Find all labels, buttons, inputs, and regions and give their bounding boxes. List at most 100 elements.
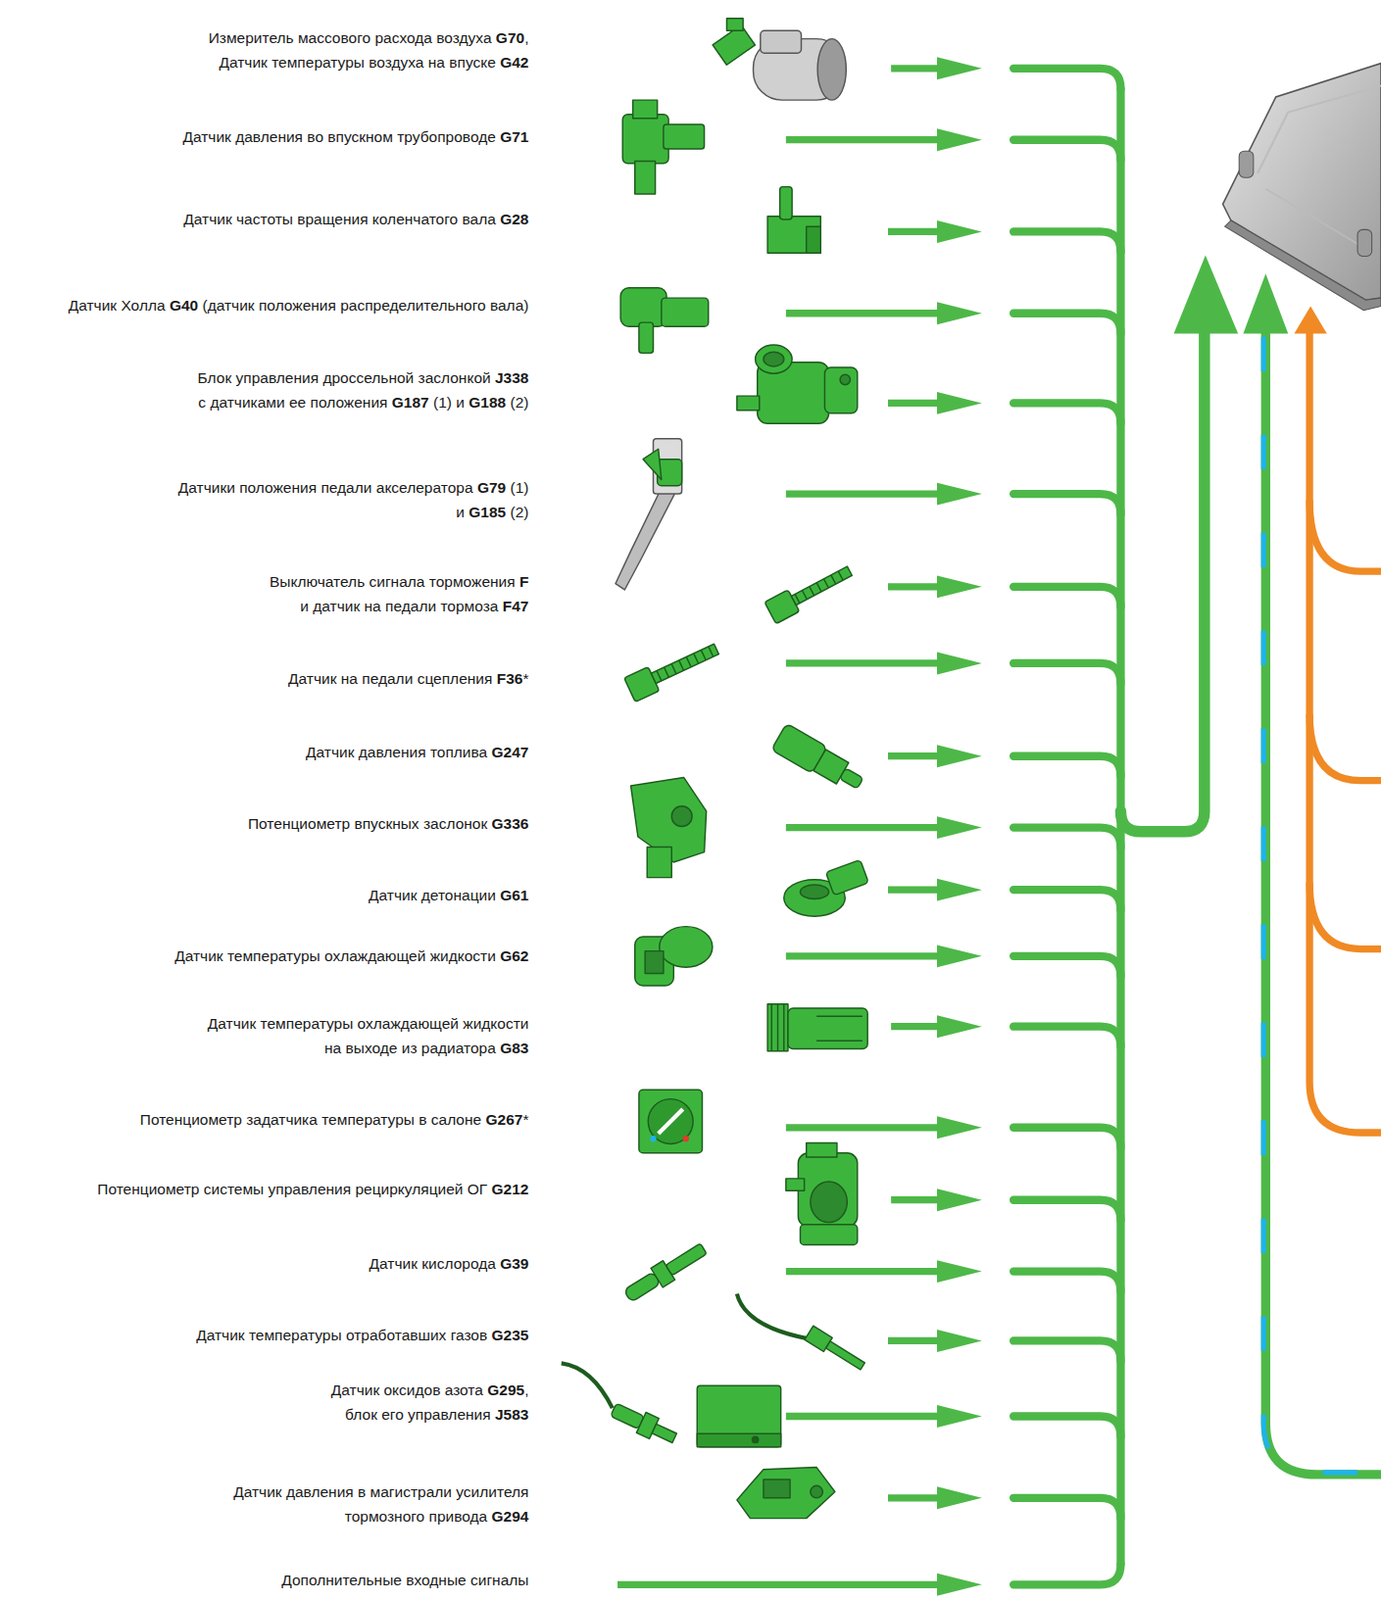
part-code: G28 [499, 210, 529, 228]
egr-valve-part [786, 1179, 805, 1191]
radiator-sensor-part [816, 1016, 863, 1041]
label-text: положения [310, 394, 389, 411]
label-text: заслонкой [418, 369, 492, 387]
label-text: Датчики [178, 479, 236, 496]
sensor-label: Потенциометр впускных заслонок G336 [247, 811, 530, 837]
knock-sensor [784, 859, 869, 917]
flap-potentiometer-part [646, 846, 672, 878]
sensor-label: Датчик давления во впускном трубопроводе… [182, 124, 529, 149]
egr-valve-part [799, 1225, 857, 1246]
knock-sensor-part [825, 859, 869, 895]
label-text: впускных [353, 815, 419, 833]
signal-bus-part [1013, 68, 1121, 1586]
label-text: вращения [296, 210, 368, 228]
label-text: Блок [197, 369, 233, 387]
part-code: G188 [468, 394, 506, 411]
exhaust-temp-sensor-part [737, 1294, 809, 1340]
label-text: в [357, 1483, 366, 1501]
maf-sensor-part [726, 18, 743, 31]
label-text: его [381, 1406, 404, 1424]
label-text: температуры [260, 1015, 354, 1033]
temperature-knob-part [639, 1089, 703, 1154]
sensor-label: Дополнительные входные сигналы [281, 1568, 529, 1593]
label-text: управления [236, 369, 320, 387]
label-text: впускном [327, 128, 394, 146]
brake-booster-sensor-part [810, 1485, 823, 1498]
part-code: G83 [499, 1039, 529, 1057]
signal-bus-part [1120, 328, 1204, 832]
label-text: и [455, 503, 465, 521]
label-text: температуры [248, 1327, 343, 1344]
label-text: положения [239, 479, 317, 496]
part-code: J338 [494, 369, 529, 387]
label-text: Датчик [288, 670, 337, 688]
part-code: G235 [492, 1327, 530, 1344]
part-code: G71 [499, 128, 529, 146]
control-unit-part [1357, 229, 1373, 256]
sensor-label: Датчик кислорода G39 [369, 1251, 530, 1277]
label-text: педали [320, 479, 372, 496]
label-text: управления [268, 1181, 352, 1198]
speed-sensor-part [780, 187, 792, 220]
temperature-knob-part [683, 1135, 690, 1142]
oxygen-sensor-part [665, 1243, 707, 1277]
label-text: Датчик [369, 1255, 418, 1273]
label-text: температуры [321, 1111, 415, 1129]
label-text: привода [429, 1508, 489, 1526]
clutch-switch-part [650, 643, 719, 684]
egr-valve-part [797, 1153, 857, 1228]
part-code: F [519, 573, 529, 591]
label-text: рециркуляцией [354, 1181, 463, 1198]
label-text: оксидов [383, 1381, 441, 1399]
label-text: датчиками [209, 394, 285, 411]
coolant-sensor-part [659, 927, 713, 969]
sensor-label: Датчик детонации G61 [368, 883, 529, 908]
sensor-label: Датчик температуры охлаждающей жидкости … [207, 1011, 530, 1061]
output-lines [1293, 305, 1381, 1134]
sensor-label: Датчики положения педали акселератора G7… [178, 475, 530, 525]
nox-sensor-part [608, 1399, 680, 1449]
label-text: воздуха [436, 29, 492, 47]
label-text: Дополнительные [281, 1572, 402, 1589]
throttle-body-part [763, 351, 785, 367]
label-text: Потенциометр [247, 815, 350, 833]
label-text: Потенциометр [97, 1181, 199, 1198]
label-text: системы [203, 1181, 265, 1198]
temperature-knob-part [658, 1109, 684, 1135]
diagnostic-line [1242, 273, 1381, 1476]
fuel-pressure-sensor [771, 723, 869, 797]
label-text: радиатора [421, 1039, 496, 1057]
control-unit-part [1265, 189, 1368, 250]
diagnostic-line-part [1265, 328, 1381, 1475]
egr-valve [786, 1142, 858, 1245]
label-text: задатчика [246, 1111, 318, 1129]
speed-sensor-part [806, 226, 822, 253]
nox-sensor [561, 1363, 782, 1449]
label-text: Датчик [174, 947, 223, 965]
part-code: G62 [499, 947, 529, 965]
sensor-label: Датчик давления в магистрали усилителя т… [233, 1479, 529, 1529]
brake-switch-part [790, 566, 852, 606]
label-text: датчик [312, 597, 360, 615]
label-text: на [428, 53, 445, 71]
sensor-label: Измеритель массового расхода воздуха G70… [208, 25, 530, 75]
control-unit [1223, 63, 1381, 311]
coolant-sensor-part [644, 951, 664, 975]
throttle-body-part [839, 374, 850, 385]
sensor-label: Блок управления дроссельной заслонкой J3… [197, 365, 530, 415]
part-code: G295 [487, 1381, 525, 1399]
label-text: торможения [429, 573, 516, 591]
label-text: жидкости [462, 1015, 529, 1033]
label-text: Измеритель [208, 29, 295, 47]
part-code: G187 [392, 394, 430, 411]
label-text: охлаждающей [324, 947, 426, 965]
label-text: дроссельной [322, 369, 414, 387]
label-text: распределительного [340, 296, 486, 314]
label-text: (2) [510, 503, 530, 521]
part-code: G39 [499, 1255, 529, 1273]
label-text: Потенциометр [140, 1111, 243, 1129]
part-code: G267 [485, 1111, 523, 1129]
sensor-label: Датчик частоты вращения коленчатого вала… [183, 206, 529, 232]
label-text: Датчик [68, 296, 117, 314]
brake-booster-sensor [737, 1468, 836, 1520]
